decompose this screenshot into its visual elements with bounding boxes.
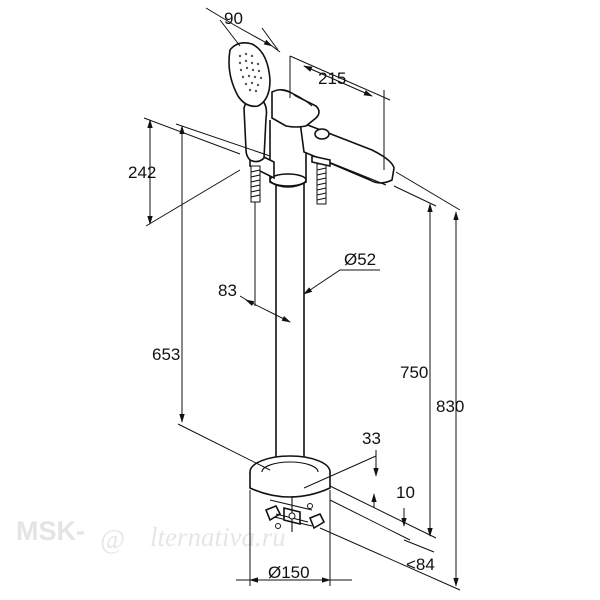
watermark: MSK- @ lternativa.ru — [16, 516, 286, 554]
dim-10: 10 — [396, 483, 415, 502]
body-collar — [269, 173, 307, 187]
dim-33: 33 — [362, 429, 381, 448]
lever-top — [279, 89, 313, 107]
diverter-knob — [314, 128, 330, 140]
watermark-prefix: MSK- — [16, 516, 85, 546]
dim-830: 830 — [436, 397, 464, 416]
mounting-bracket — [264, 496, 326, 532]
hand-shower-head — [228, 42, 271, 108]
dimension-lines — [143, 7, 461, 591]
dim-83: 83 — [218, 281, 237, 300]
watermark-suffix: lternativa.ru — [150, 522, 286, 552]
dim-diameter-150: Ø150 — [268, 563, 310, 582]
dim-750: 750 — [400, 363, 428, 382]
dim-215: 215 — [318, 69, 346, 88]
dim-90: 90 — [224, 9, 243, 28]
spout — [299, 120, 395, 184]
dim-diameter-52: Ø52 — [344, 250, 376, 269]
riser-pipe — [275, 180, 305, 467]
dim-84: <84 — [406, 555, 435, 574]
faucet-body — [228, 42, 395, 532]
dim-653: 653 — [152, 345, 180, 364]
shower-nozzles — [238, 52, 263, 93]
lever-handle — [271, 88, 320, 128]
rosette-rim — [249, 472, 331, 498]
dim-242: 242 — [128, 163, 156, 182]
dimension-labels: 90 215 242 Ø52 83 653 750 830 33 10 <84 … — [128, 9, 464, 582]
watermark-at: @ — [100, 524, 125, 554]
